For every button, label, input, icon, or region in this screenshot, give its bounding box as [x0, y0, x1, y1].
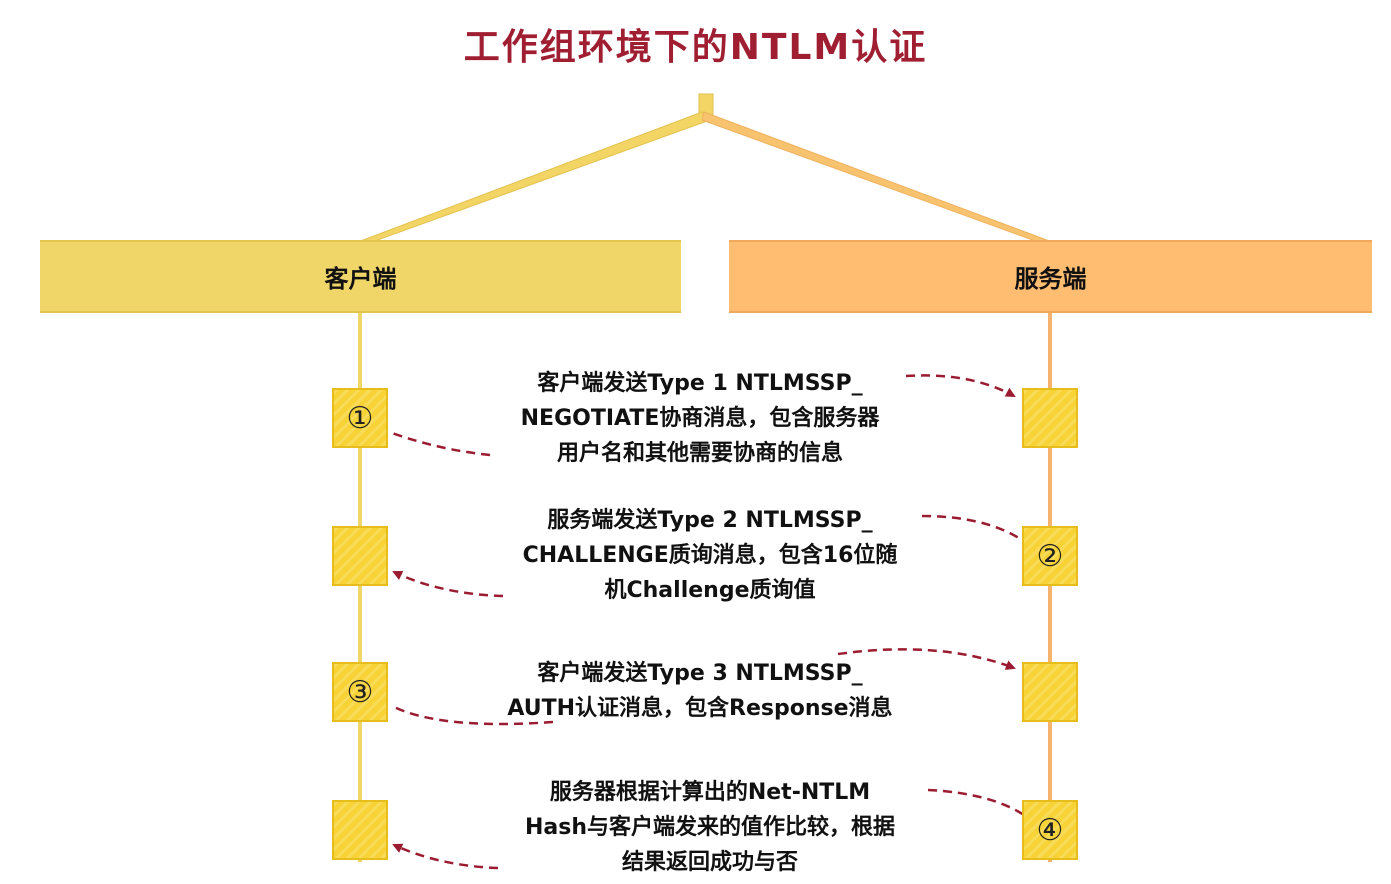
step-number: ④	[1036, 812, 1064, 848]
step-number: ②	[1036, 538, 1064, 574]
message-line: 客户端发送Type 1 NTLMSSP_	[537, 371, 863, 396]
step-4-message: 服务器根据计算出的Net-NTLM Hash与客户端发来的值作比较，根据 结果返…	[470, 775, 950, 880]
message-line: 服务端发送Type 2 NTLMSSP_	[547, 508, 873, 533]
message-line: 服务器根据计算出的Net-NTLM	[549, 780, 871, 805]
step-4-arrow-end	[392, 843, 499, 870]
server-label: 服务端	[1014, 265, 1087, 293]
message-line: 机Challenge质询值	[604, 578, 816, 603]
step-1-arrow-start	[391, 431, 491, 457]
client-node-1: ①	[332, 388, 388, 448]
step-2-message: 服务端发送Type 2 NTLMSSP_ CHALLENGE质询消息，包含16位…	[470, 503, 950, 608]
diagram-title: 工作组环境下的NTLM认证	[463, 27, 928, 68]
server-header: 服务端	[729, 240, 1372, 313]
step-1-message: 客户端发送Type 1 NTLMSSP_ NEGOTIATE协商消息，包含服务器…	[460, 366, 940, 471]
client-node-3: ③	[332, 662, 388, 722]
server-node-1	[1022, 388, 1078, 448]
client-header: 客户端	[40, 240, 681, 313]
step-2-arrow-start	[921, 514, 1023, 542]
message-line: AUTH认证消息，包含Response消息	[507, 696, 893, 721]
step-number: ①	[346, 400, 374, 436]
step-number: ③	[346, 674, 374, 710]
message-line: 客户端发送Type 3 NTLMSSP_	[537, 661, 863, 686]
step-4-arrow-start	[927, 788, 1025, 817]
message-line: NEGOTIATE协商消息，包含服务器	[520, 406, 880, 431]
server-node-4: ④	[1022, 800, 1078, 860]
step-3-message: 客户端发送Type 3 NTLMSSP_ AUTH认证消息，包含Response…	[460, 656, 940, 726]
message-line: 结果返回成功与否	[621, 850, 798, 875]
message-line: Hash与客户端发来的值作比较，根据	[524, 815, 896, 840]
client-label: 客户端	[324, 265, 397, 293]
step-3-arrow-start	[391, 704, 554, 726]
server-node-2: ②	[1022, 526, 1078, 586]
client-node-2	[332, 526, 388, 586]
server-node-3	[1022, 662, 1078, 722]
message-line: 用户名和其他需要协商的信息	[556, 441, 843, 466]
client-node-4	[332, 800, 388, 860]
branch-connector	[357, 93, 1053, 243]
step-3-arrow-end	[837, 648, 1016, 670]
message-line: CHALLENGE质询消息，包含16位随	[522, 543, 898, 568]
